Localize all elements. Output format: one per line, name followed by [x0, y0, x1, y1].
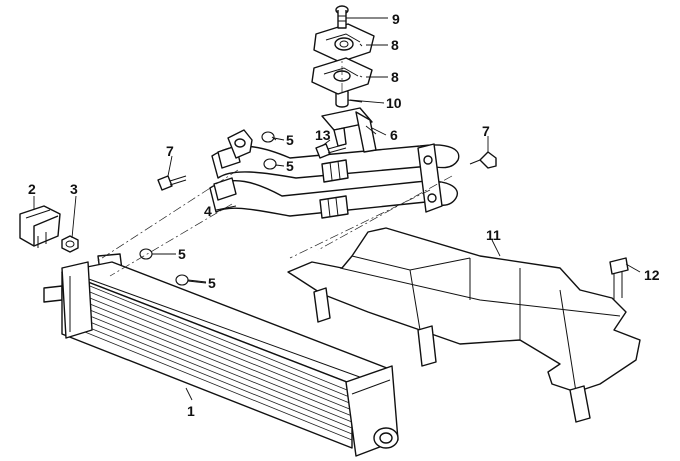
callout-6: 6 [390, 127, 398, 143]
bolt-9 [335, 5, 349, 29]
mounting-bracket [19, 205, 61, 248]
callout-5-low: 5 [178, 246, 186, 262]
callout-5-mid: 5 [286, 158, 294, 174]
oil-lines [209, 129, 460, 219]
callout-9: 9 [392, 11, 400, 27]
label-connectors [152, 17, 388, 284]
bracket-6 [321, 107, 377, 153]
oil-cooler [43, 253, 399, 457]
callout-10: 10 [386, 95, 402, 111]
callout-5-bottom: 5 [208, 275, 216, 291]
callout-8-bottom: 8 [391, 69, 399, 85]
callout-4: 4 [204, 203, 212, 219]
callouts: 1 2 3 4 5 5 5 5 6 7 7 8 8 9 10 11 12 13 [28, 11, 660, 419]
callout-1: 1 [187, 403, 195, 419]
callout-13: 13 [315, 127, 331, 143]
callout-3: 3 [70, 181, 78, 197]
air-duct-11 [287, 227, 641, 423]
callout-5-top: 5 [286, 132, 294, 148]
callout-7-left: 7 [166, 143, 174, 159]
assembly-lines [95, 60, 453, 277]
callout-8-top: 8 [391, 37, 399, 53]
clamps-8 [311, 23, 375, 95]
callout-2: 2 [28, 181, 36, 197]
bolt-12 [609, 257, 629, 300]
callout-7-right: 7 [482, 123, 490, 139]
callout-12: 12 [644, 267, 660, 283]
callout-11: 11 [486, 227, 501, 243]
bolts-7 [157, 151, 497, 191]
hex-nut [61, 235, 79, 253]
